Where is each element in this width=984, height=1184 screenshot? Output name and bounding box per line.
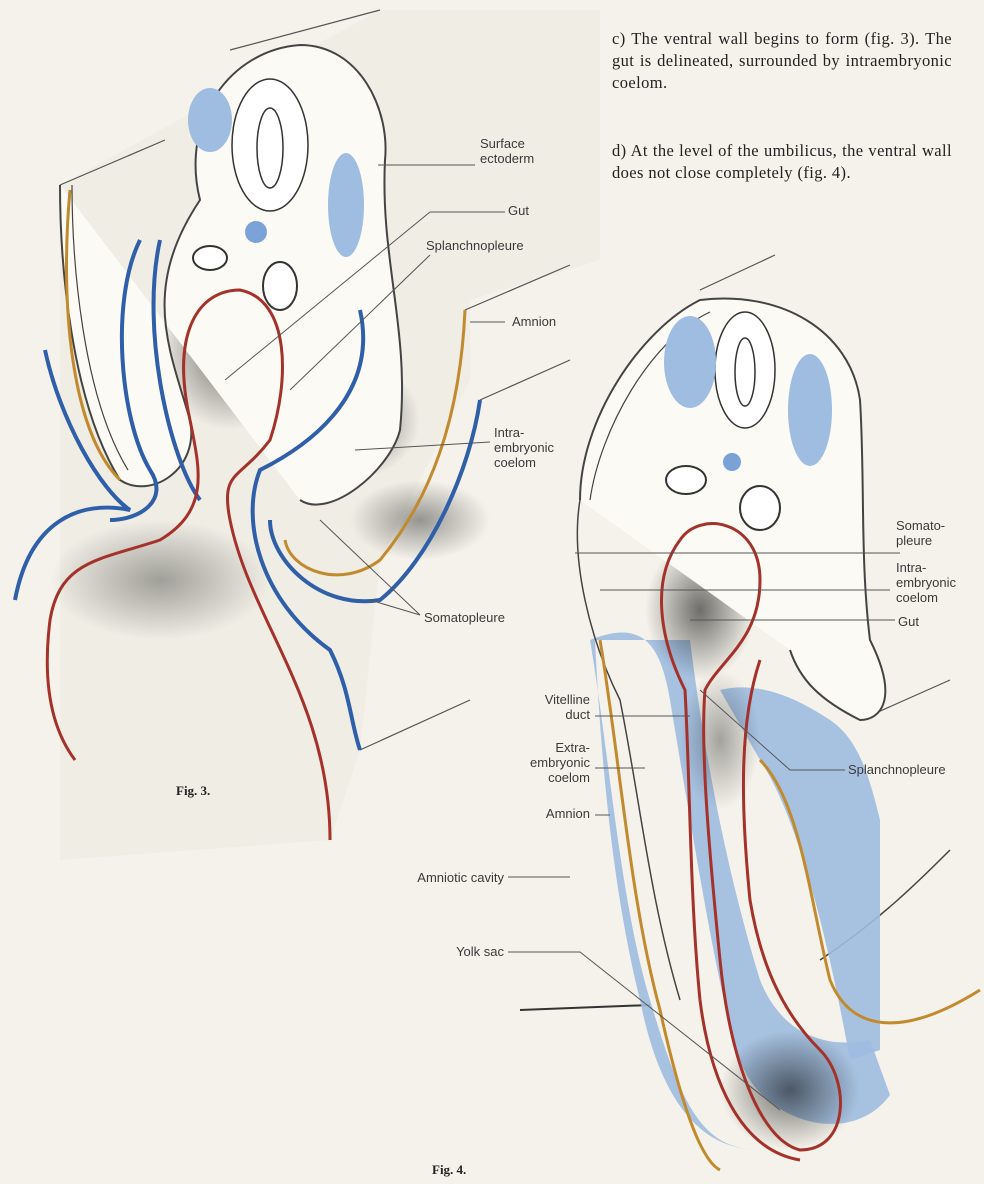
fig3-shadow — [350, 480, 490, 560]
label-fig4-somatopleure: Somato- pleure — [896, 518, 945, 548]
fig3-shadow — [50, 520, 270, 640]
label-fig4-gut: Gut — [898, 614, 919, 629]
label-fig4-vitelline-duct: Vitelline duct — [480, 692, 590, 722]
fig3-aorta — [263, 262, 297, 310]
fig4-aorta — [740, 486, 780, 530]
fig3-notochord — [245, 221, 267, 243]
label-fig4-yolk-sac: Yolk sac — [400, 944, 504, 959]
fig3-aorta — [193, 246, 227, 270]
label-fig3-amnion: Amnion — [512, 314, 556, 329]
paragraph-d: d) At the level of the umbilicus, the ve… — [612, 140, 952, 184]
label-fig3-gut: Gut — [508, 203, 529, 218]
fig4-notochord — [723, 453, 741, 471]
fig4-aorta — [666, 466, 706, 494]
fig4-plane-edge-3 — [520, 1005, 650, 1010]
caption-fig4: Fig. 4. — [432, 1162, 466, 1178]
fig3-somite — [328, 153, 364, 257]
paragraph-c: c) The ventral wall begins to form (fig.… — [612, 28, 952, 94]
label-fig4-amnion: Amnion — [480, 806, 590, 821]
fig3-plane-edge-4 — [480, 360, 570, 400]
fig4-shadow — [680, 670, 760, 810]
fig4-neural-canal — [735, 338, 755, 406]
label-fig3-intraembryonic-coelom: Intra- embryonic coelom — [494, 425, 554, 470]
label-fig4-splanchnopleure: Splanchnopleure — [848, 762, 946, 777]
label-fig3-surface-ectoderm: Surface ectoderm — [480, 136, 534, 166]
caption-fig3: Fig. 3. — [176, 783, 210, 799]
fig3-neural-canal — [257, 108, 283, 188]
label-fig3-splanchnopleure: Splanchnopleure — [426, 238, 524, 253]
fig4-somite — [788, 354, 832, 466]
fig3-plane-edge-5 — [360, 700, 470, 750]
fig3-somite — [188, 88, 232, 152]
label-fig4-amniotic-cavity: Amniotic cavity — [360, 870, 504, 885]
fig4-plane-edge — [700, 255, 775, 290]
label-fig4-extraembryonic-coelom: Extra- embryonic coelom — [480, 740, 590, 785]
label-fig4-intraembryonic-coelom: Intra- embryonic coelom — [896, 560, 956, 605]
fig4-somite — [664, 316, 716, 408]
label-fig3-somatopleure: Somatopleure — [424, 610, 505, 625]
